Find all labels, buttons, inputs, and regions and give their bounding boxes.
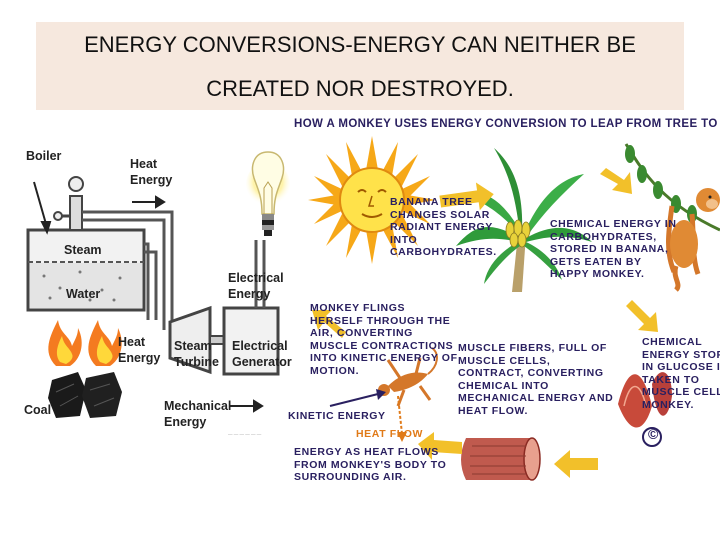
fire-icon (48, 320, 122, 366)
banana-tree-icon (456, 148, 592, 292)
heat-flow-label: HEAT FLOW (356, 428, 424, 440)
generator (222, 240, 280, 376)
step-chemical-carbs: CHEMICAL ENERGY IN CARBOHYDRATES, STORED… (550, 218, 677, 280)
cycle-arrows (312, 168, 658, 478)
step-banana-tree: BANANA TREE CHANGES SOLAR RADIANT ENERGY… (390, 196, 497, 258)
water-label: Water (66, 287, 101, 301)
heat-flow-arrow (397, 395, 407, 442)
step-chemical-glucose: CHEMICAL ENERGY STOR IN GLUCOSE I TAKEN … (642, 336, 720, 411)
steam-pipe (82, 210, 174, 330)
monkey-in-tree-icon (624, 143, 720, 292)
mechanical-energy-label: Mechanical Energy (164, 399, 232, 429)
title-banner: ENERGY CONVERSIONS-ENERGY CAN NEITHER BE… (36, 22, 684, 110)
step-heat-flow-air: ENERGY AS HEAT FLOWS FROM MONKEY'S BODY … (294, 446, 447, 483)
monkey-cycle-title: HOW A MONKEY USES ENERGY CONVERSION TO L… (294, 118, 720, 130)
leaping-monkey-icon (378, 347, 438, 407)
boiler-label: Boiler (26, 149, 62, 163)
title-line-2: CREATED NOR DESTROYED. (206, 76, 514, 101)
title-line-1: ENERGY CONVERSIONS-ENERGY CAN NEITHER BE (84, 32, 636, 57)
image-credit-mark: — — — — — — (228, 432, 262, 437)
boiler-tank (26, 176, 146, 312)
heat-energy-label-top: Heat Energy (130, 157, 173, 187)
muscle-fiber-icon (461, 437, 541, 481)
kinetic-energy-arrow (329, 389, 386, 407)
heat-energy-label-fire: Heat Energy (118, 335, 161, 365)
steam-label: Steam (64, 243, 102, 257)
turbine (168, 305, 225, 375)
light-bulb-icon (246, 151, 290, 236)
plant-arrows (33, 181, 264, 413)
step-muscle-fibers: MUSCLE FIBERS, FULL OF MUSCLE CELLS, CON… (458, 342, 614, 417)
muscle-cells-icon (618, 372, 672, 447)
step-monkey-flings: MONKEY FLINGS HERSELF THROUGH THE AIR, C… (310, 302, 458, 377)
power-plant-diagram (26, 176, 280, 418)
electrical-generator-label: Electrical Generator (232, 339, 292, 369)
coal-label: Coal (24, 403, 52, 417)
coal-icon (48, 372, 122, 418)
monkey-cycle-graphics (308, 136, 720, 481)
kinetic-energy-label: KINETIC ENERGY (288, 410, 386, 422)
electrical-energy-label: Electrical Energy (228, 271, 284, 301)
sun-icon (308, 136, 436, 264)
copyright-mark: © (648, 426, 659, 442)
steam-turbine-label: Steam Turbine (174, 339, 219, 369)
